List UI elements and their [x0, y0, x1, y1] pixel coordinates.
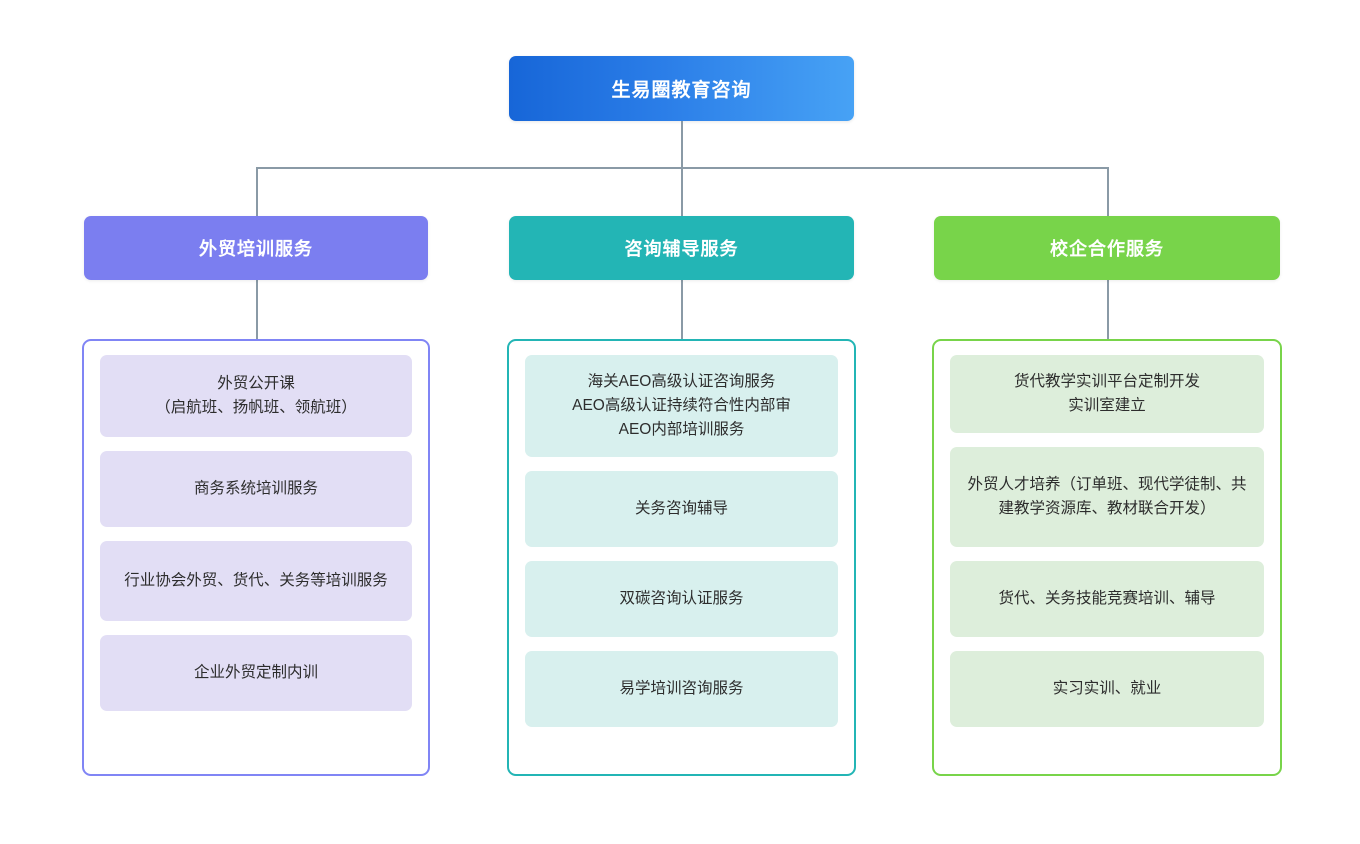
category-header-consulting-tutoring[interactable]: 咨询辅导服务 — [509, 216, 854, 280]
category-header-label: 外贸培训服务 — [199, 239, 313, 259]
connector-stem-col-0 — [256, 280, 258, 339]
category-container-school-enterprise: 货代教学实训平台定制开发 实训室建立 外贸人才培养（订单班、现代学徒制、共建教学… — [932, 339, 1282, 776]
connector-drop-col-2 — [1107, 167, 1109, 216]
connector-stem-col-1 — [681, 280, 683, 339]
root-node-label: 生易圈教育咨询 — [611, 80, 752, 101]
leaf-item[interactable]: 海关AEO高级认证咨询服务 AEO高级认证持续符合性内部审 AEO内部培训服务 — [525, 355, 838, 457]
connector-stem-col-2 — [1107, 280, 1109, 339]
connector-root-stem — [681, 121, 683, 168]
leaf-item[interactable]: 外贸公开课 （启航班、扬帆班、领航班） — [100, 355, 412, 437]
leaf-item[interactable]: 外贸人才培养（订单班、现代学徒制、共建教学资源库、教材联合开发） — [950, 447, 1264, 547]
connector-drop-col-1 — [681, 167, 683, 216]
category-header-label: 校企合作服务 — [1050, 239, 1164, 259]
leaf-item[interactable]: 双碳咨询认证服务 — [525, 561, 838, 637]
leaf-item[interactable]: 易学培训咨询服务 — [525, 651, 838, 727]
category-header-school-enterprise[interactable]: 校企合作服务 — [934, 216, 1280, 280]
category-header-label: 咨询辅导服务 — [624, 239, 739, 259]
leaf-item[interactable]: 商务系统培训服务 — [100, 451, 412, 527]
leaf-item[interactable]: 货代、关务技能竞赛培训、辅导 — [950, 561, 1264, 637]
category-header-foreign-trade-training[interactable]: 外贸培训服务 — [84, 216, 428, 280]
leaf-item[interactable]: 关务咨询辅导 — [525, 471, 838, 547]
connector-drop-col-0 — [256, 167, 258, 216]
root-node[interactable]: 生易圈教育咨询 — [509, 56, 854, 121]
leaf-item[interactable]: 企业外贸定制内训 — [100, 635, 412, 711]
leaf-item[interactable]: 行业协会外贸、货代、关务等培训服务 — [100, 541, 412, 621]
category-container-foreign-trade-training: 外贸公开课 （启航班、扬帆班、领航班） 商务系统培训服务 行业协会外贸、货代、关… — [82, 339, 430, 776]
leaf-item[interactable]: 货代教学实训平台定制开发 实训室建立 — [950, 355, 1264, 433]
leaf-item[interactable]: 实习实训、就业 — [950, 651, 1264, 727]
category-container-consulting-tutoring: 海关AEO高级认证咨询服务 AEO高级认证持续符合性内部审 AEO内部培训服务 … — [507, 339, 856, 776]
